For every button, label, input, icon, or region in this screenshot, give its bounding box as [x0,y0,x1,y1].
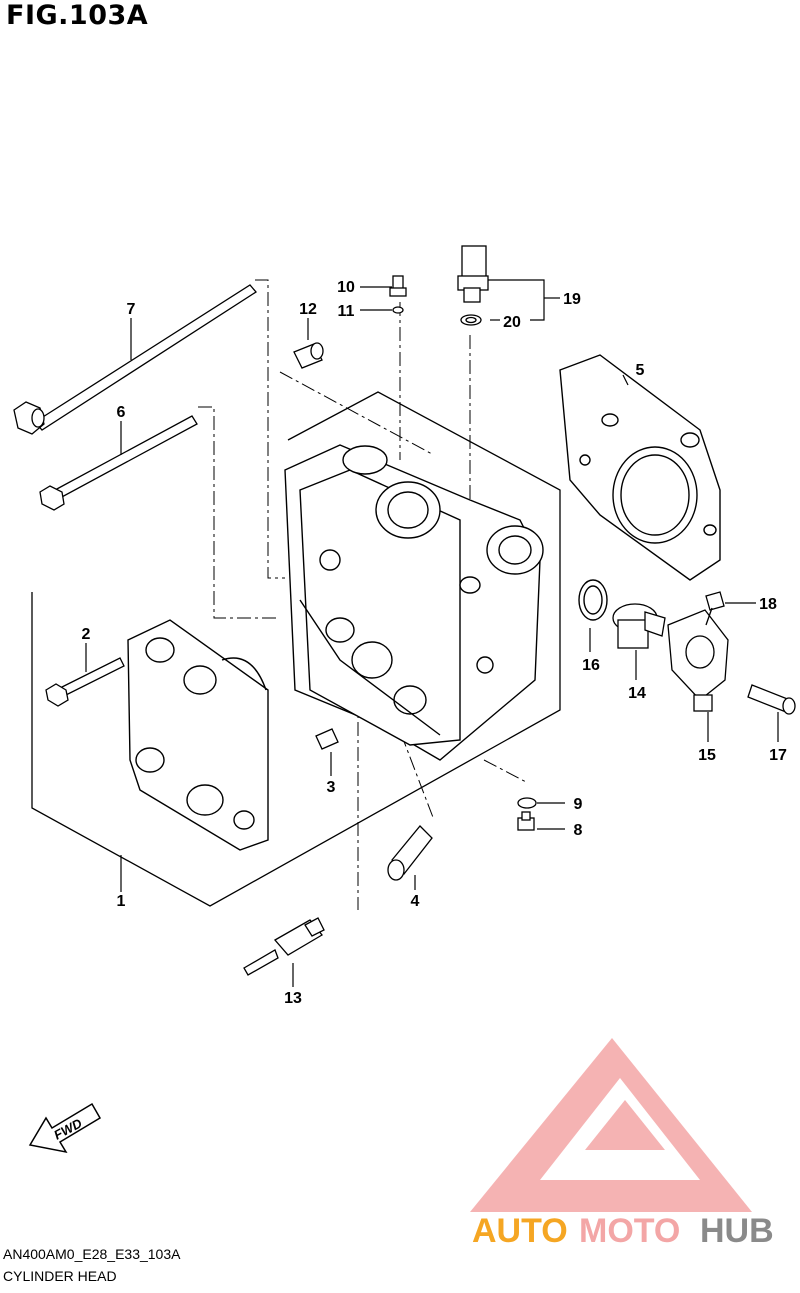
watermark-word-moto: MOTO [579,1212,680,1250]
part-5-head-gasket [559,354,721,581]
part-16-o-ring [578,579,608,621]
callout-13: 13 [284,990,302,1007]
part-17-screw [747,684,796,715]
callout-14: 14 [628,685,646,702]
part-18-bolt [705,591,725,626]
callout-labels: 7 6 2 1 12 3 4 13 10 11 19 20 5 16 14 15… [82,279,787,1007]
watermark-word-hub: HUB [700,1212,774,1250]
part-6-bolt [39,415,198,511]
callout-10: 10 [337,279,355,296]
part-14-thermostat [612,603,666,649]
callout-2: 2 [82,626,91,643]
callout-16: 16 [582,657,600,674]
part-3-dowel [315,728,339,750]
figure-caption: CYLINDER HEAD [3,1268,117,1284]
part-15-thermostat-cover [667,609,729,712]
callout-3: 3 [327,779,336,796]
part-10-11-fitting [389,275,407,314]
callout-7: 7 [127,301,136,318]
part-4-tube [387,825,433,881]
callout-18: 18 [759,596,777,613]
leader-lines [85,279,779,987]
callout-8: 8 [574,822,583,839]
cam-cover-housing [127,619,269,851]
callout-4: 4 [411,893,420,910]
callout-5: 5 [636,362,645,379]
part-8-bolt [517,811,535,831]
part-7-long-bolt [13,284,257,435]
fwd-arrow-icon: FWD [28,1102,102,1154]
part-12-dowel [293,342,324,369]
callout-17: 17 [769,747,787,764]
cylinder-head-body [284,444,544,761]
part-13-spark-plug [243,917,325,976]
callout-19: 19 [563,291,581,308]
assembly-outline [31,391,561,907]
part-2-bolt [45,657,125,707]
part-9-washer [517,797,537,809]
callout-11: 11 [338,303,355,320]
callout-9: 9 [574,796,583,813]
watermark-logo-icon: AUTO MOTO HUB [470,1038,774,1250]
part-19-temp-sensor [457,245,489,326]
callout-20: 20 [503,314,521,331]
watermark-word-auto: AUTO [472,1212,568,1250]
figure-title: FIG.103A [6,0,149,31]
figure-code: AN400AM0_E28_E33_103A [3,1246,181,1262]
callout-6: 6 [117,404,126,421]
callout-1: 1 [117,893,126,910]
callout-12: 12 [299,301,317,318]
callout-15: 15 [698,747,716,764]
